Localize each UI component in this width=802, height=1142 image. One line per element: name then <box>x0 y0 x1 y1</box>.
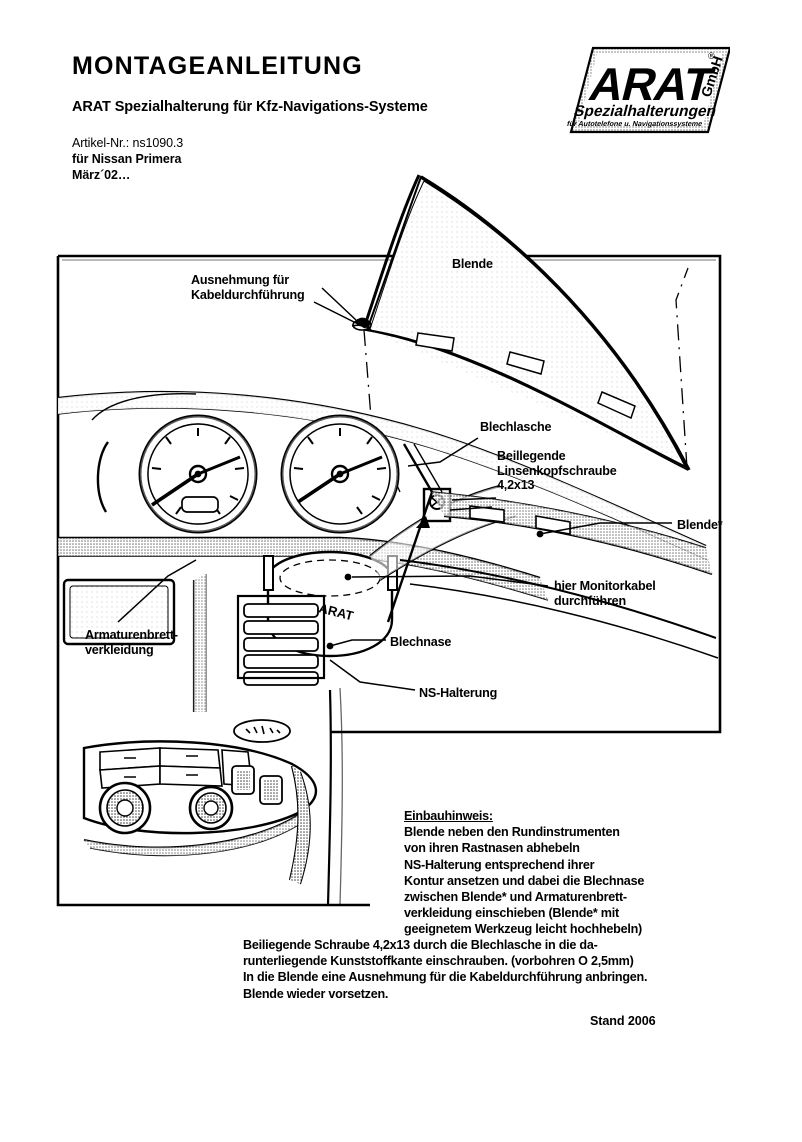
callout-blende: Blende <box>452 257 493 271</box>
vehicle-model: für Nissan Primera <box>72 152 182 166</box>
callout-linsenkopfschraube: Beillegende Linsenkopfschraube 4,2x13 <box>497 449 617 492</box>
console-switch-2 <box>259 775 283 805</box>
arat-logo: ARAT Spezialhalterungen für Autotelefone… <box>545 36 730 140</box>
callout-armaturenbrett: Armaturenbrett- verkleidung <box>85 628 178 657</box>
logo-registered-mark: ® <box>708 51 715 61</box>
revision-date: März´02… <box>72 168 131 182</box>
gauge-right <box>280 414 400 534</box>
climate-knob-left <box>98 781 152 835</box>
gauge-left-display <box>181 496 219 513</box>
document-subtitle: ARAT Spezialhalterung für Kfz-Navigation… <box>72 99 428 115</box>
gauge-left-needle <box>150 472 200 507</box>
gauge-partial-left <box>96 441 109 513</box>
vent-louvers <box>243 603 319 686</box>
cable-route-point <box>344 573 352 581</box>
cable-cutout-notch <box>351 317 373 332</box>
installation-notes-heading: Einbauhinweis: <box>404 809 493 823</box>
blechnase-tab <box>416 516 430 528</box>
logo-subtagline: für Autotelefone u. Navigationssysteme <box>566 119 703 128</box>
installation-note-line-5: verkleidung einschieben (Blende* mit <box>404 906 619 921</box>
blende-star-panel <box>399 491 719 659</box>
center-console <box>82 740 318 885</box>
installation-note-line-6: geeignetem Werkzeug leicht hochhebeln) <box>404 922 642 937</box>
callout-blechlasche: Blechlasche <box>480 420 552 434</box>
gauge-left <box>138 414 258 534</box>
callout-ns-halterung: NS-Halterung <box>419 686 498 700</box>
logo-tagline: Spezialhalterungen <box>572 103 718 120</box>
leader-ausnehmung <box>313 287 361 326</box>
console-switch-1 <box>231 765 255 795</box>
mount-embossing: ARAT <box>317 600 355 623</box>
installation-notes-wide: Beiliegende Schraube 4,2x13 durch die Bl… <box>243 937 648 1002</box>
installation-notes: Einbauhinweis: Blende neben den Rundinst… <box>404 808 644 938</box>
footer-revision: Stand 2006 <box>590 1014 656 1028</box>
callout-ausnehmung: Ausnehmung für Kabeldurchführung <box>191 273 305 302</box>
blechlasche-detail <box>416 487 452 528</box>
installation-note-line-2: NS-Halterung entsprechend ihrer <box>404 857 595 872</box>
logo-wordmark: ARAT <box>585 59 720 110</box>
radio-badge <box>233 719 291 743</box>
installation-note-wide-line-1: runterliegende Kunststoffkante einschrau… <box>243 954 634 969</box>
console-button-row <box>99 747 253 789</box>
installation-note-wide-line-3: Blende wieder vorsetzen. <box>243 986 389 1001</box>
article-number: Artikel-Nr.: ns1090.3 <box>72 136 184 150</box>
installation-note-line-3: Kontur ansetzen und dabei die Blechnase <box>404 873 645 888</box>
dash-lower-edge <box>326 689 332 906</box>
gauge-right-needle <box>297 472 341 504</box>
gauge-left-ticks <box>151 428 245 515</box>
gauge-right-ticks <box>293 428 387 515</box>
ns-halterung-mount: ARAT <box>263 484 517 658</box>
climate-knob-right <box>188 785 234 831</box>
installation-note-line-0: Blende neben den Rundinstrumenten <box>404 825 620 840</box>
installation-note-line-4: zwischen Blende* und Armaturenbrett- <box>404 890 627 905</box>
callout-blechnase: Blechnase <box>390 635 452 649</box>
installation-note-wide-line-2: In die Blende eine Ausnehmung für die Ka… <box>243 970 648 985</box>
installation-note-wide-line-0: Beiliegende Schraube 4,2x13 durch die Bl… <box>243 938 598 952</box>
installation-note-line-1: von ihren Rastnasen abhebeln <box>404 841 580 856</box>
blende-clip-tabs <box>415 332 636 420</box>
callout-monitorkabel: hier Monitorkabel durchführen <box>554 579 656 608</box>
callout-blende-star: Blende* <box>677 518 723 532</box>
armaturenbrett-verkleidung <box>62 574 326 743</box>
page-title: MONTAGEANLEITUNG <box>72 52 363 80</box>
blende-star-tabs <box>469 505 571 535</box>
